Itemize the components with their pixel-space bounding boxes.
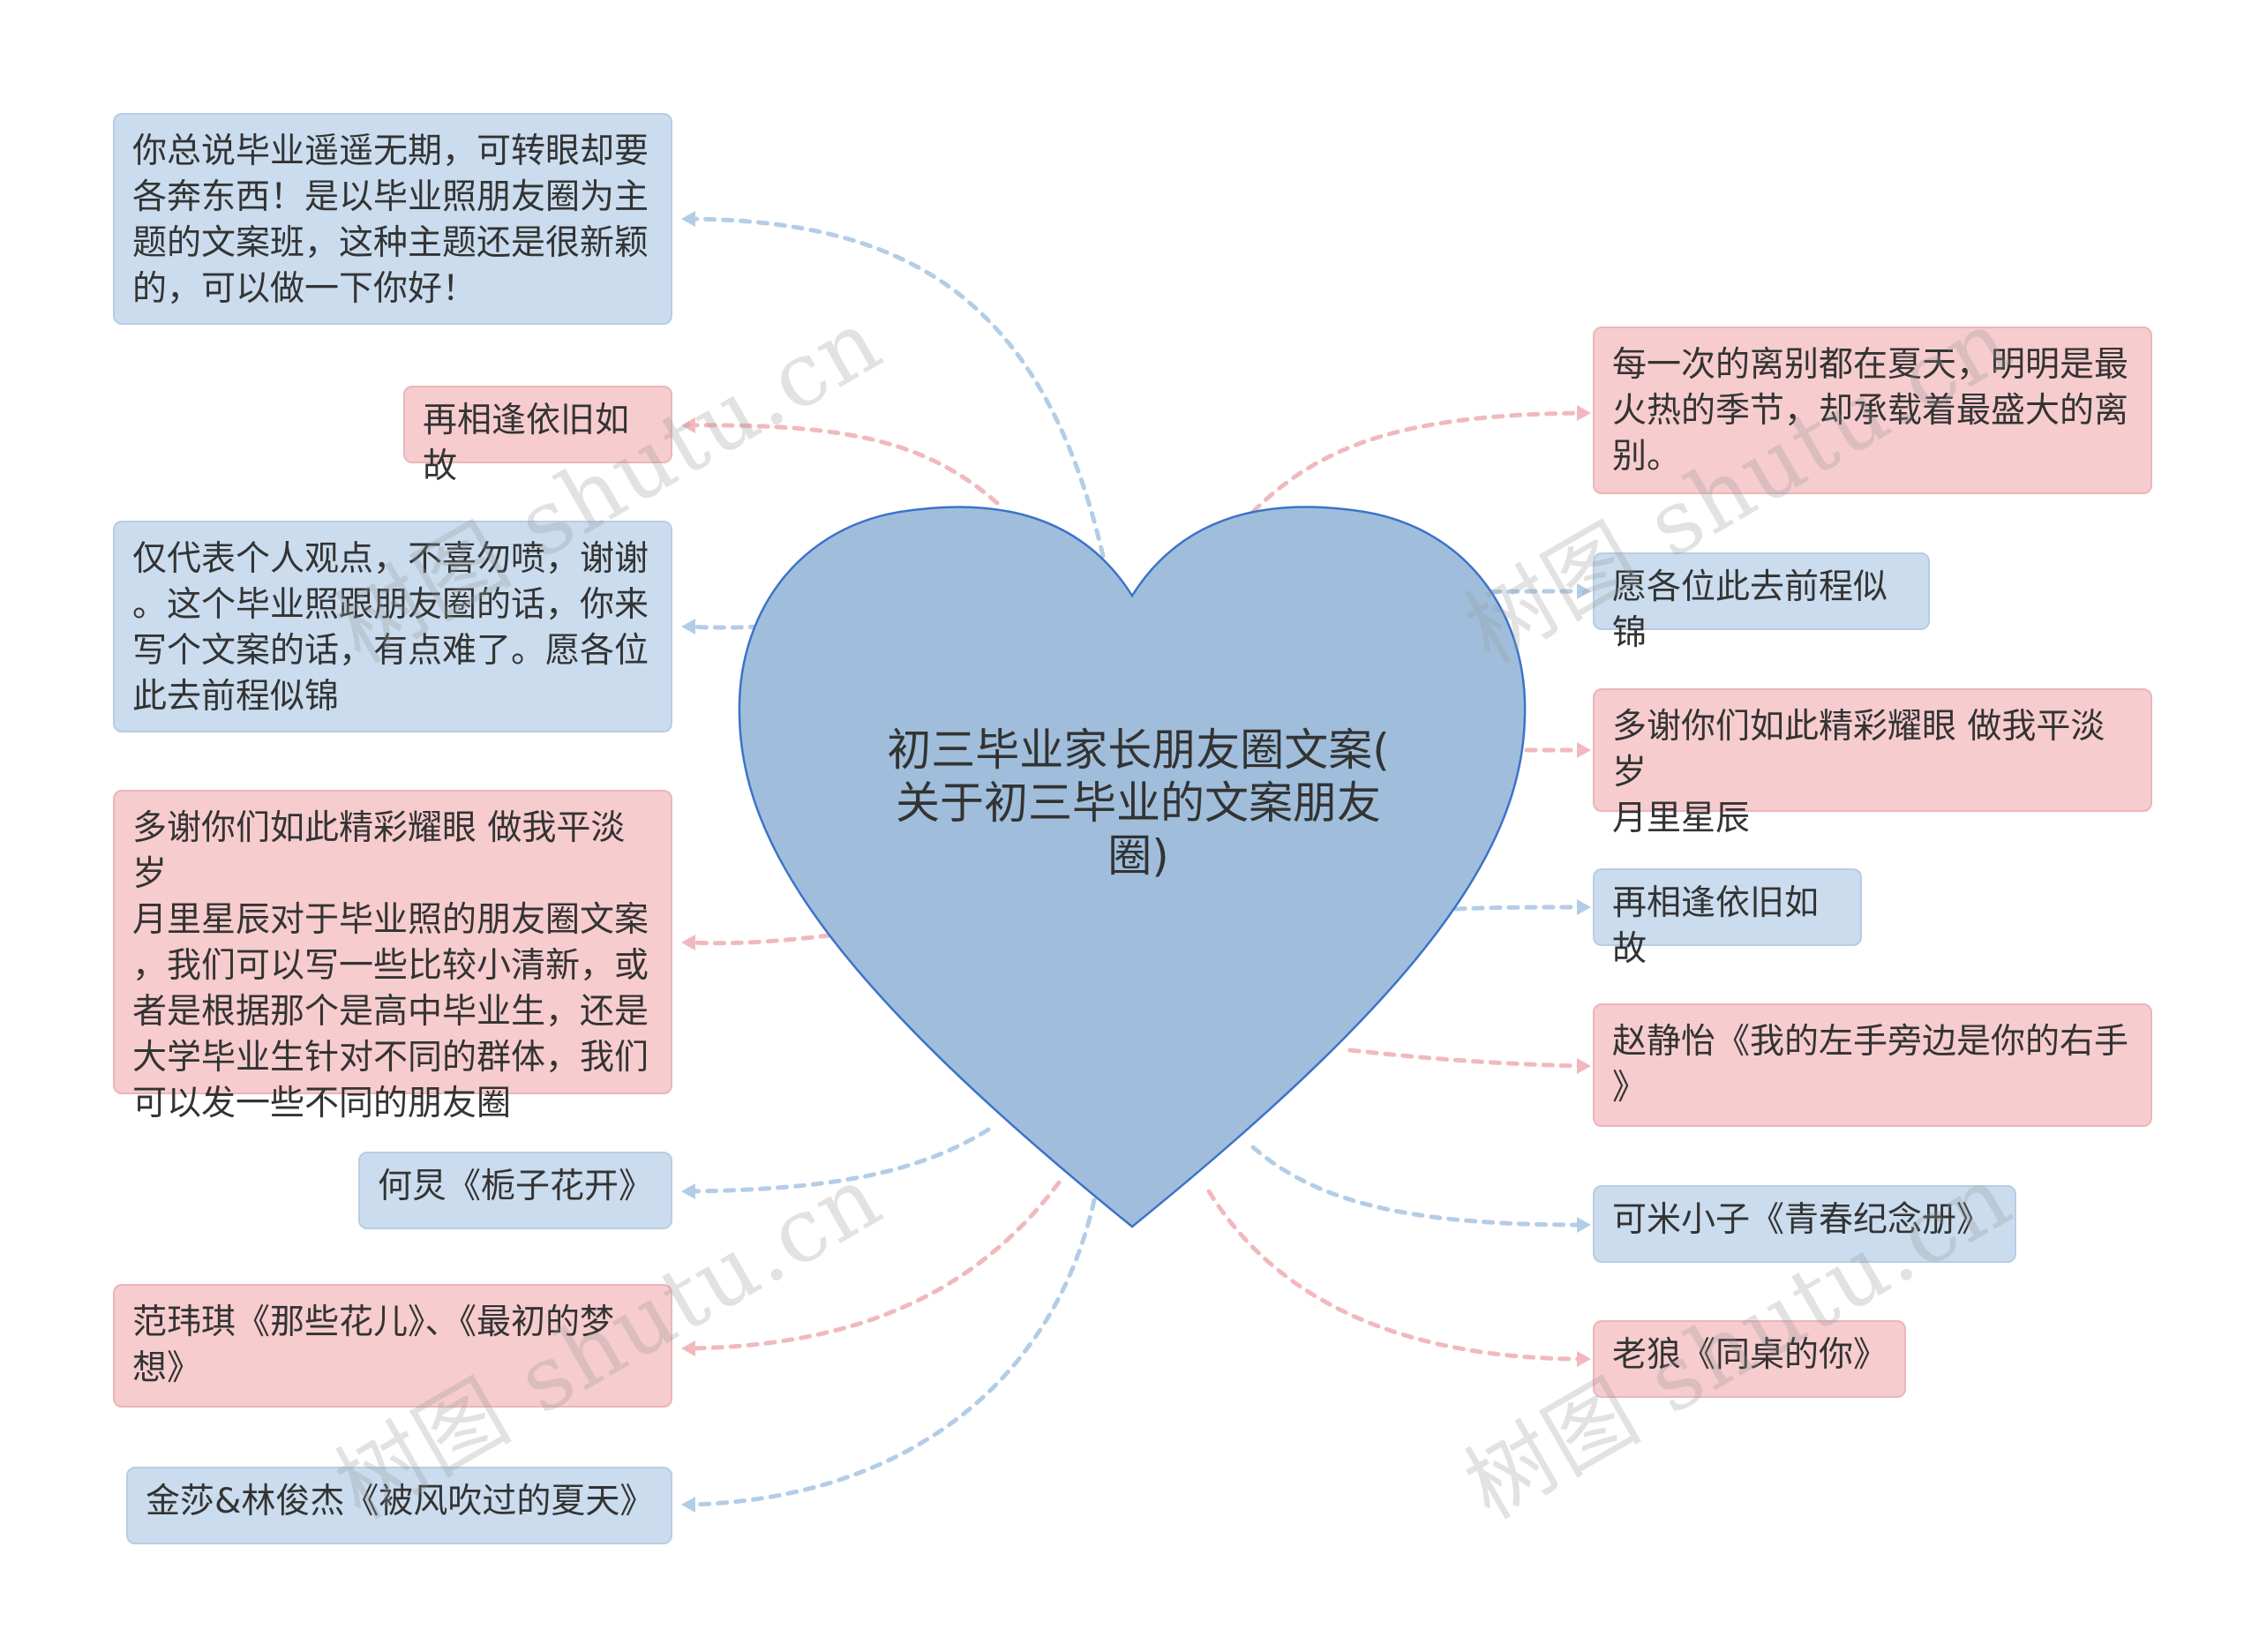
arrow-left-7 [681,1497,695,1513]
link-left-7 [686,1198,1097,1507]
arrow-right-3 [1577,742,1591,758]
right-node-5[interactable]: 赵静怡《我的左手旁边是你的右手 》 [1593,1003,2152,1127]
link-right-5 [1347,1048,1587,1069]
link-right-4 [1453,905,1587,912]
link-right-1 [1250,410,1587,514]
right-node-1[interactable]: 每一次的离别都在夏天，明明是最 火热的季节，却承载着最盛大的离 别。 [1593,327,2152,494]
left-node-6[interactable]: 范玮琪《那些花儿》、《最初的梦 想》 [113,1284,672,1408]
central-topic-title[interactable]: 初三毕业家长朋友圈文案( 关于初三毕业的文案朋友 圈) [887,725,1390,882]
link-right-6 [1250,1145,1587,1228]
arrow-right-6 [1577,1217,1591,1233]
link-left-2 [686,423,1000,506]
link-left-3 [686,620,797,630]
link-left-4 [686,933,832,946]
arrow-left-5 [681,1183,695,1199]
arrow-right-4 [1577,899,1591,915]
arrow-right-7 [1577,1351,1591,1367]
left-node-2[interactable]: 再相逢依旧如故 [403,386,672,486]
right-node-2[interactable]: 愿各位此去前程似锦 [1593,552,1930,653]
arrow-right-5 [1577,1058,1591,1074]
left-node-4[interactable]: 多谢你们如此精彩耀眼 做我平淡岁 月里星辰对于毕业照的朋友圈文案 ，我们可以写一… [113,790,672,1123]
link-left-1 [686,216,1106,559]
arrow-left-4 [681,935,695,950]
left-node-5[interactable]: 何炅《栀子花开》 [358,1152,672,1229]
arrow-left-1 [681,211,695,227]
left-node-3[interactable]: 仅代表个人观点，不喜勿喷，谢谢 。这个毕业照跟朋友圈的话，你来 写个文案的话，有… [113,521,672,732]
arrow-left-3 [681,619,695,635]
link-right-7 [1206,1189,1587,1362]
arrow-left-6 [681,1340,695,1356]
right-node-7[interactable]: 老狼《同桌的你》 [1593,1320,1906,1398]
link-left-5 [686,1127,991,1194]
link-left-6 [686,1180,1062,1351]
heart-shape[interactable] [738,506,1527,1228]
link-right-2 [1453,589,1587,596]
right-node-6[interactable]: 可米小子《青春纪念册》 [1593,1185,2016,1263]
arrow-left-2 [681,417,695,433]
arrow-right-1 [1577,405,1591,421]
left-node-7[interactable]: 金莎&林俊杰《被风吹过的夏天》 [126,1467,672,1544]
right-node-3[interactable]: 多谢你们如此精彩耀眼 做我平淡岁 月里星辰 [1593,688,2152,838]
left-node-1[interactable]: 你总说毕业遥遥无期，可转眼却要 各奔东西！是以毕业照朋友圈为主 题的文案班，这种… [113,113,672,325]
arrow-right-2 [1577,583,1591,599]
right-node-4[interactable]: 再相逢依旧如故 [1593,868,1862,969]
